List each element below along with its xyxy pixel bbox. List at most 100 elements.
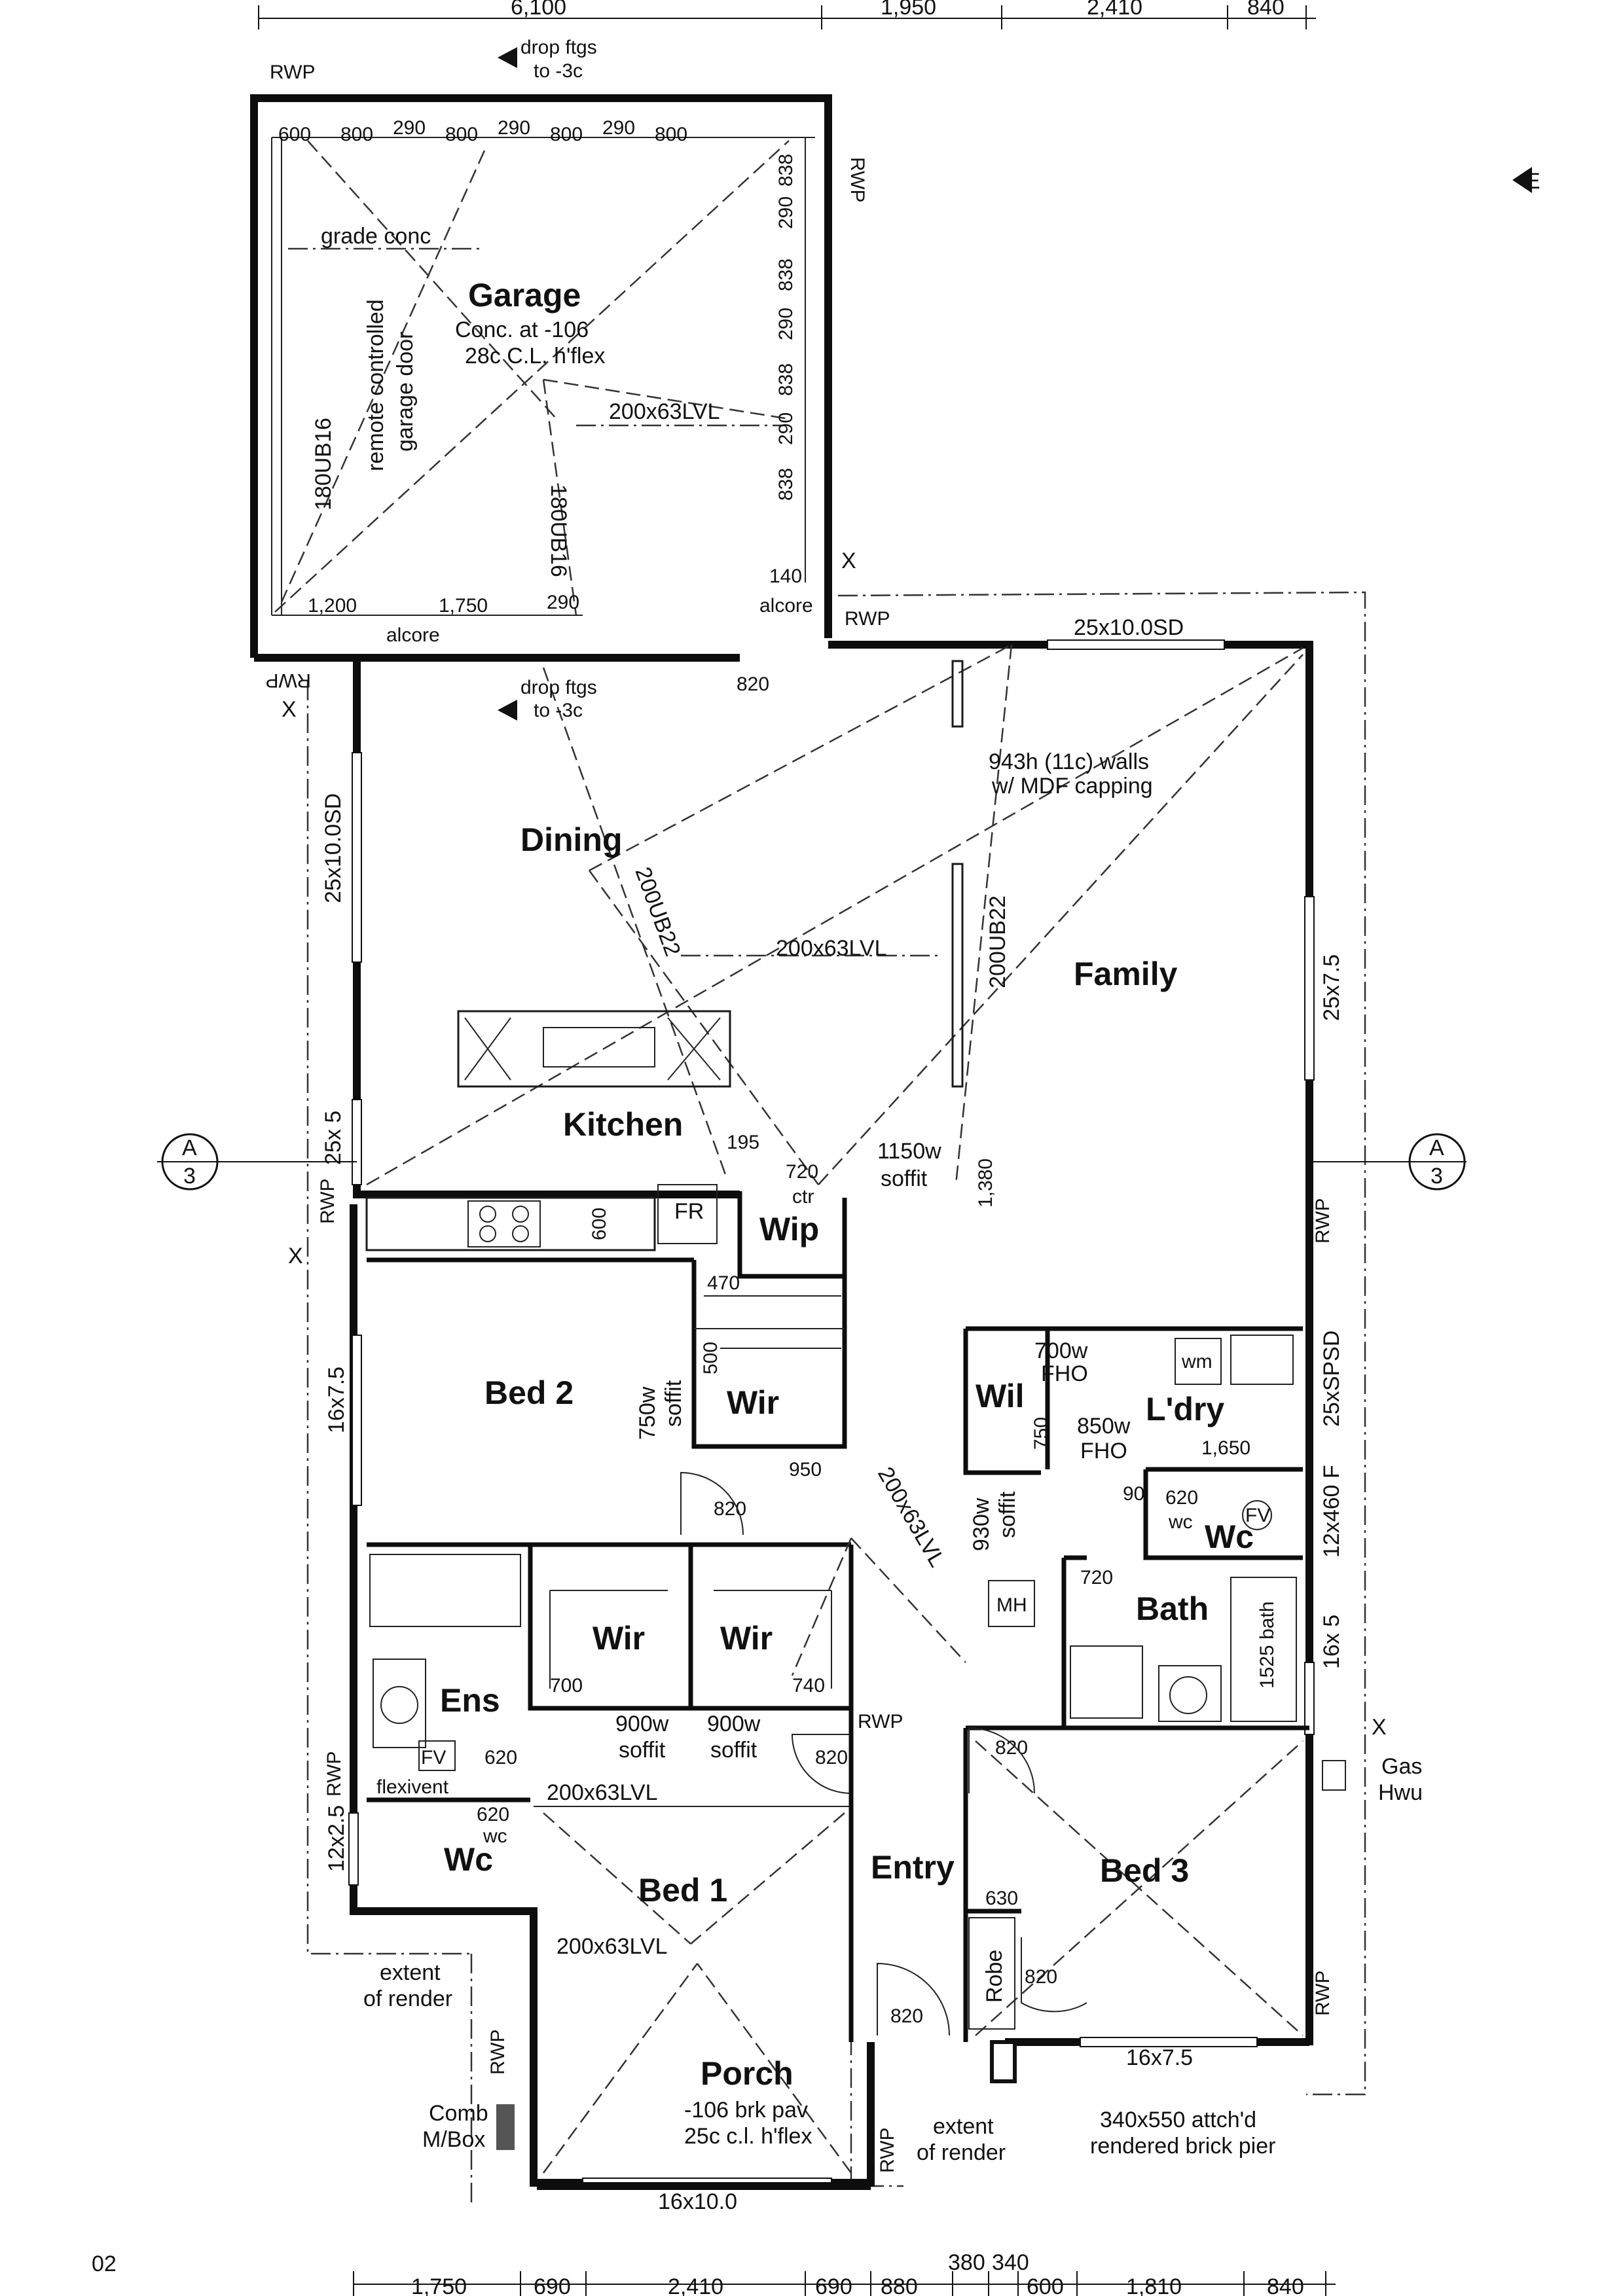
dim-700-wir: 700 (550, 1675, 583, 1696)
g-dim-290b: 290 (498, 117, 530, 139)
soffit-930w: 930w (969, 1498, 994, 1551)
beam-200ub22-diag: 200UB22 (630, 864, 685, 960)
dining-label: Dining (520, 821, 623, 858)
bottom-dimension-line: 1,750 690 2,410 690 880 380 340 600 1,81… (353, 2250, 1336, 2296)
bed1-lvl-bottom: 200x63LVL (556, 1934, 668, 1959)
soffit-900w-left: 900w (615, 1712, 669, 1736)
kitchen-label: Kitchen (563, 1106, 683, 1143)
garage-note-1: Conc. at -106 (455, 317, 589, 342)
section-marker-right: A 3 (1309, 1133, 1467, 1191)
dim-195: 195 (727, 1132, 759, 1153)
soffit-1150-label: 1150w (877, 1139, 941, 1164)
alcore-left-label: alcore (386, 624, 440, 646)
dim-950: 950 (789, 1459, 822, 1480)
window-porch-label: 16x10.0 (658, 2189, 737, 2214)
mark-x-kitchen: X (288, 1244, 303, 1268)
dim-bottom-3: 2,410 (668, 2274, 723, 2296)
window-12x460f: 12x460 F (1319, 1465, 1344, 1558)
porch-label: Porch (701, 2055, 793, 2092)
extent-render-right-1: extent (933, 2114, 994, 2139)
extent-render-left-1: extent (380, 1960, 441, 1985)
misc-markers: E X X X X RWP RWP RWP drop ftgs to -3c 1… (92, 167, 1541, 2276)
mark-x-dining: X (282, 697, 297, 722)
g-dim-838c: 838 (775, 363, 797, 396)
rwp-ens: RWP (323, 1751, 345, 1797)
garage-door-note-2: garage door (393, 332, 418, 452)
beam-180ub16-left: 180UB16 (311, 418, 336, 511)
bed2-wir-label: Wir (727, 1384, 779, 1421)
g-dim-800c: 800 (550, 124, 583, 145)
dim-750-wil: 750 (1030, 1417, 1052, 1450)
window-bed3-label: 16x7.5 (1126, 2045, 1193, 2070)
pier-note-1: 340x550 attch'd (1100, 2108, 1256, 2132)
front-area: Entry Bed 3 820 630 Robe 820 820 16x7.5 … (791, 1198, 1423, 2159)
window-bed2-label: 16x7.5 (324, 1367, 349, 1433)
ldry-wc-small: wc (1168, 1511, 1193, 1533)
fho-700w: 700w (1034, 1338, 1088, 1363)
living-area: 943h (11c) walls w/ MDF capping Dining F… (321, 615, 1344, 1251)
window-left-label: 25x10.0SD (321, 793, 346, 903)
g-dim-290d: 290 (547, 592, 579, 613)
soffit-1150-soffit: soffit (881, 1166, 928, 1191)
rwp-bed3: RWP (1312, 1971, 1334, 2016)
fho-700-label: FHO (1041, 1361, 1088, 1386)
hall-lvl-label: 200x63LVL (873, 1463, 950, 1571)
soffit-750w: 750w (635, 1386, 660, 1440)
mark-x-garage: X (841, 548, 856, 573)
comb-mbox-2: M/Box (422, 2127, 485, 2152)
dim-bottom-6: 380 (948, 2250, 985, 2275)
mark-x-gas: X (1372, 1715, 1387, 1740)
bed2-area: Wip Bed 2 Wir 470 500 750w soffit 16x7.5… (324, 1191, 950, 1571)
ens-wc-small: wc (483, 1825, 507, 1847)
g-dim-290a: 290 (393, 117, 426, 139)
wir-right-label: Wir (720, 1620, 773, 1657)
rwp-alcore: RWP (845, 608, 890, 630)
section-marker-left: A 3 (157, 1133, 357, 1191)
dim-bottom-2: 690 (534, 2274, 571, 2296)
dim-top-2: 1,950 (881, 0, 936, 20)
walls-note-1: 943h (11c) walls (989, 749, 1149, 774)
garage-area: grade conc Garage Conc. at -106 28c C.L.… (250, 37, 868, 662)
ctr-label: ctr (792, 1186, 814, 1208)
dim-1380: 1,380 (975, 1158, 996, 1208)
bath-label: Bath (1136, 1590, 1209, 1627)
grade-conc-note: grade conc (321, 224, 431, 249)
drop-ftgs-mid-2: to -3c (534, 700, 583, 721)
extent-render-right-2: of render (917, 2140, 1006, 2165)
rwp-garage-right: RWP (847, 157, 868, 202)
dim-720-ctr: 720 (786, 1161, 818, 1183)
garage-door-note-1: remote controlled (363, 299, 388, 471)
g-dim-800d: 800 (655, 124, 687, 145)
garage-note-2: 28c C.L. h'flex (465, 344, 605, 368)
dim-top-1: 6,100 (511, 0, 566, 20)
dim-bottom-8: 600 (1027, 2274, 1064, 2296)
window-12x2-5: 12x2.5 (324, 1805, 349, 1872)
dim-bottom-10: 840 (1267, 2274, 1304, 2296)
dim-bottom-4: 690 (815, 2274, 852, 2296)
porch-note-2: 25c c.l. h'flex (684, 2124, 812, 2149)
rwp-family: RWP (1312, 1198, 1334, 1244)
bed2-label: Bed 2 (484, 1374, 574, 1411)
fridge-label: FR (674, 1199, 704, 1224)
window-25xspsd: 25xSPSD (1319, 1331, 1344, 1427)
dim-620-wc: 620 (477, 1804, 509, 1825)
dim-720-bath: 720 (1080, 1567, 1113, 1588)
dim-bottom-5: 880 (881, 2274, 918, 2296)
rwp-porch-left: RWP (487, 2030, 509, 2075)
wip-label: Wip (759, 1211, 819, 1247)
family-label: Family (1074, 956, 1178, 992)
dim-500: 500 (700, 1342, 721, 1374)
dim-740-wir: 740 (792, 1675, 825, 1696)
drop-ftgs-top-2: to -3c (534, 60, 583, 82)
alcore-right-label: alcore (759, 595, 813, 617)
soffit-900w-right: 900w (707, 1712, 761, 1736)
soffit-750-soffit: soffit (661, 1380, 686, 1427)
fho-850w: 850w (1077, 1414, 1131, 1439)
dim-140: 140 (769, 565, 802, 587)
soffit-930-soffit: soffit (995, 1491, 1020, 1538)
master-suite: Wir Wir 700 740 900w soffit 900w soffit … (323, 1542, 854, 1959)
dim-600-kitchen: 600 (589, 1208, 610, 1240)
flexivent-label: flexivent (376, 1776, 449, 1798)
g-dim-290c: 290 (602, 117, 635, 139)
wet-area: Wil L'dry Wc Bath 700w FHO 850w FHO wm 7… (858, 1326, 1344, 1732)
